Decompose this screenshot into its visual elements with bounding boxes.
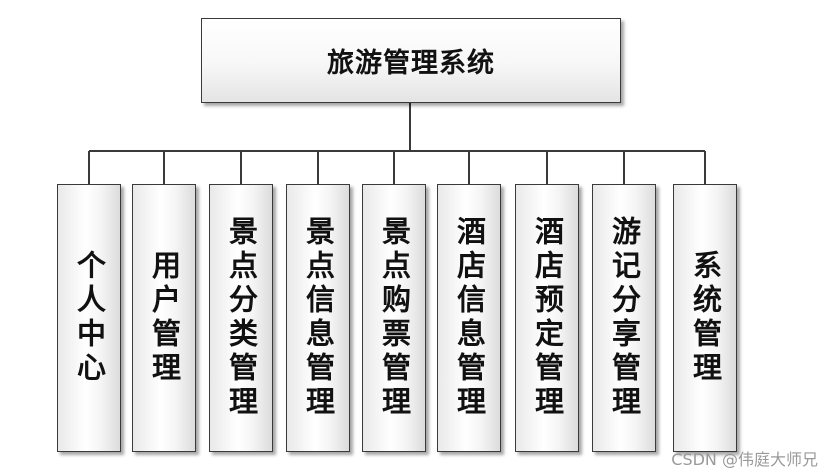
- watermark-text: CSDN @伟庭大师兄: [671, 450, 818, 469]
- module-label: 个人中心: [72, 250, 107, 386]
- drop-lines: [88, 151, 706, 184]
- module-label: 用户管理: [147, 250, 182, 386]
- module-node-hotel-info-management: 酒店信息管理: [437, 184, 501, 452]
- root-node: 旅游管理系统: [201, 18, 621, 103]
- module-node-hotel-booking-management: 酒店预定管理: [515, 184, 579, 452]
- module-node-scenic-info-management: 景点信息管理: [286, 184, 350, 452]
- module-label: 景点购票管理: [377, 216, 412, 420]
- module-node-scenic-ticket-management: 景点购票管理: [362, 184, 426, 452]
- module-label: 酒店信息管理: [452, 216, 487, 420]
- module-node-system-management: 系统管理: [673, 184, 737, 452]
- module-node-travelogue-management: 游记分享管理: [592, 184, 656, 452]
- module-node-user-management: 用户管理: [132, 184, 196, 452]
- module-node-personal-center: 个人中心: [57, 184, 121, 452]
- module-node-scenic-category-management: 景点分类管理: [209, 184, 273, 452]
- root-node-label: 旅游管理系统: [327, 48, 495, 79]
- module-label: 游记分享管理: [607, 216, 642, 420]
- module-label: 景点分类管理: [224, 216, 259, 420]
- module-label: 系统管理: [688, 250, 723, 386]
- module-label: 酒店预定管理: [530, 216, 565, 420]
- module-label: 景点信息管理: [301, 216, 336, 420]
